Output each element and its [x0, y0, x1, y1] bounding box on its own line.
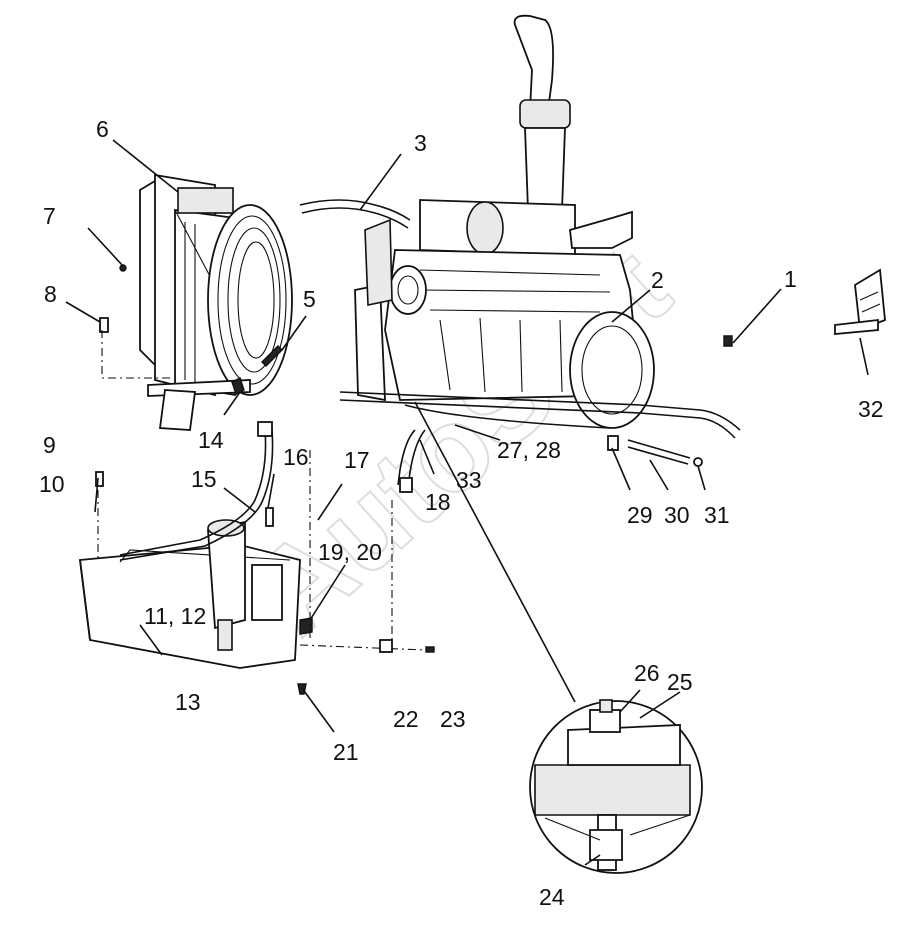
callout-9: 9	[43, 432, 56, 458]
callout-32: 32	[858, 396, 884, 422]
callout-8: 8	[44, 281, 57, 307]
callout-30: 30	[664, 502, 690, 528]
callout-17: 17	[344, 447, 370, 473]
callout-23: 23	[440, 706, 466, 732]
callout-29: 29	[627, 502, 653, 528]
radiator-assembly	[99, 173, 293, 431]
callout-11-12: 11, 12	[144, 603, 206, 629]
callout-13: 13	[175, 689, 201, 715]
callout-27-28: 27, 28	[497, 437, 561, 463]
callout-2: 2	[651, 267, 664, 293]
engine-assembly	[299, 14, 741, 488]
callout-3: 3	[414, 130, 427, 156]
callout-19-20: 19, 20	[318, 539, 382, 565]
callout-18: 18	[425, 489, 451, 515]
callout-6: 6	[96, 116, 109, 142]
callout-7: 7	[43, 203, 56, 229]
callout-14: 14	[198, 427, 224, 453]
tank-assembly	[78, 421, 435, 695]
callout-25: 25	[667, 669, 693, 695]
callout-21: 21	[333, 739, 359, 765]
callout-33: 33	[456, 467, 482, 493]
detail-view	[529, 699, 703, 874]
callout-26: 26	[634, 660, 660, 686]
callout-5: 5	[303, 286, 316, 312]
callout-22: 22	[393, 706, 419, 732]
callout-16: 16	[283, 444, 309, 470]
callout-1: 1	[784, 266, 797, 292]
leader-lines	[65, 139, 869, 866]
callout-31: 31	[704, 502, 730, 528]
hose-assembly	[607, 435, 703, 467]
bracket-assembly	[723, 268, 886, 347]
callout-24: 24	[539, 884, 565, 910]
callout-10: 10	[39, 471, 65, 497]
callout-labels: 1 2 3 5 6 7 8 9 10 11, 12 13 14 15 16 17…	[39, 116, 884, 910]
callout-15: 15	[191, 466, 217, 492]
